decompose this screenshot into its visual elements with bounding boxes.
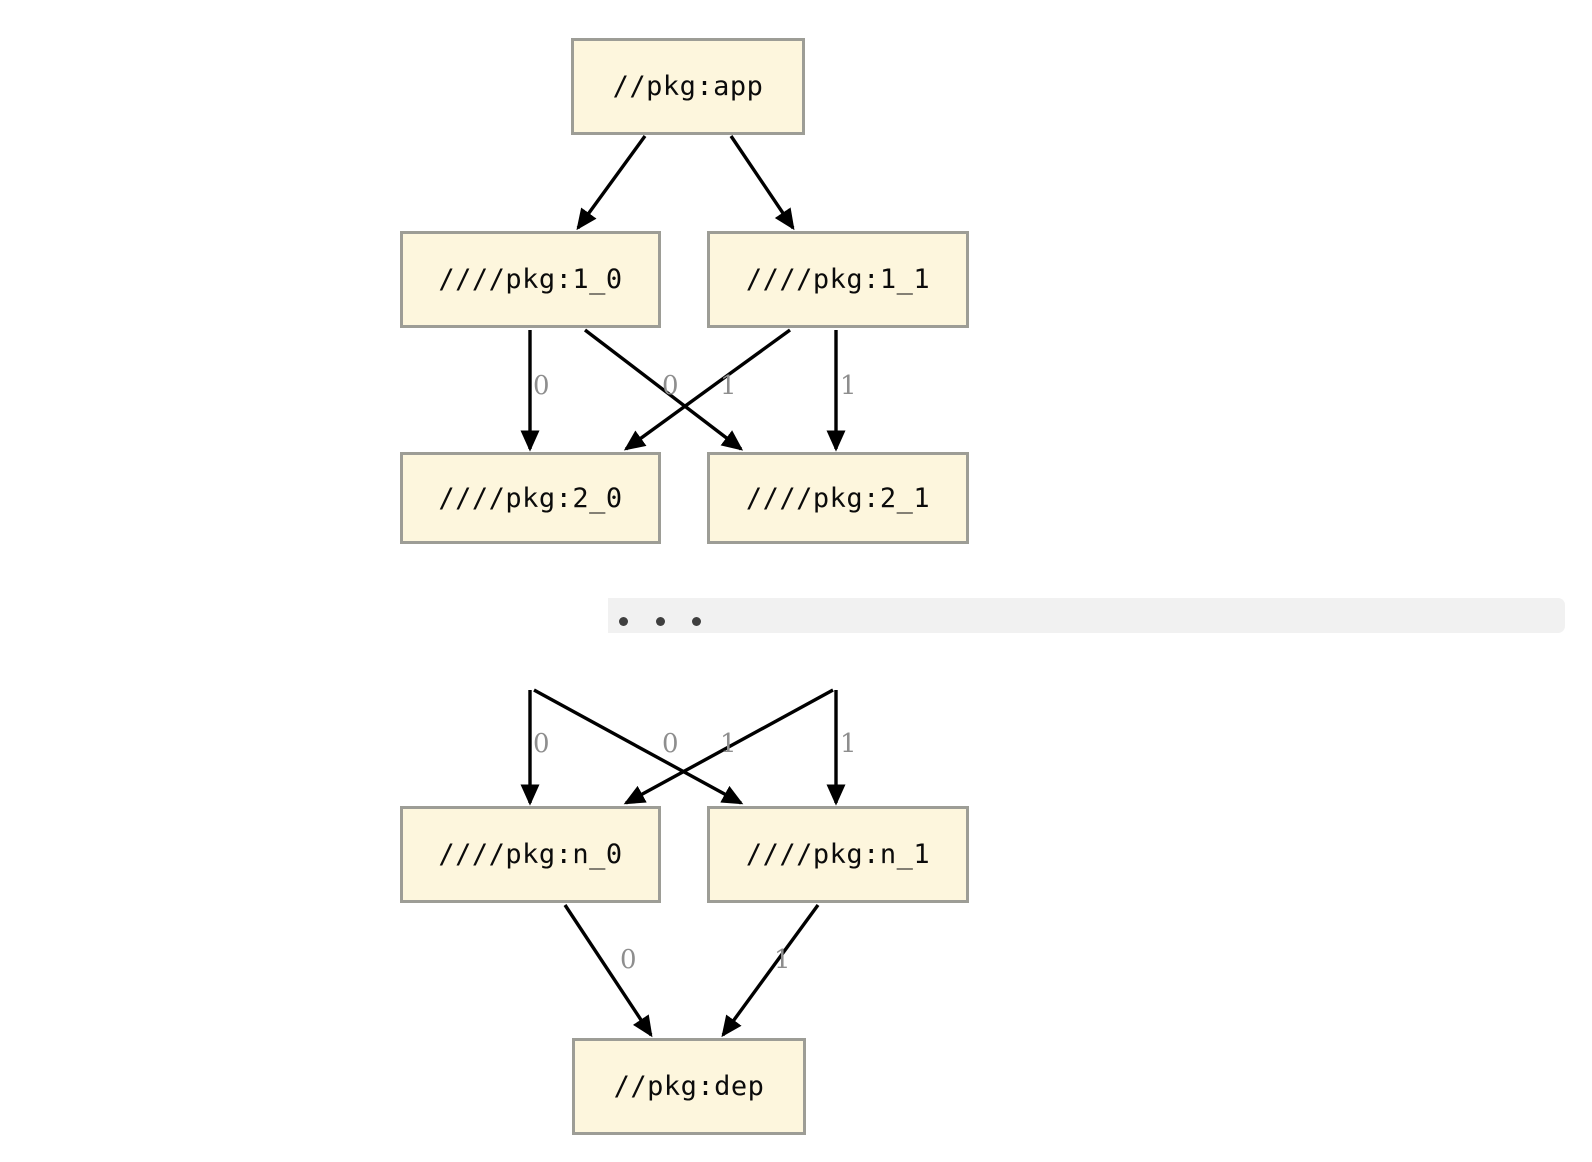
graph-edge-label: 1	[720, 371, 737, 401]
graph-edge-1_1-to-2_0	[623, 328, 791, 451]
graph-node-2_1[interactable]: ////pkg:2_1	[707, 452, 969, 544]
graph-edge-n_1-to-dep	[721, 903, 820, 1038]
graph-node-label: ////pkg:n_1	[745, 839, 931, 870]
graph-edge-app-to-1_1	[729, 135, 795, 231]
graph-node-1_1[interactable]: ////pkg:1_1	[707, 231, 969, 328]
graph-node-n_0[interactable]: ////pkg:n_0	[400, 806, 661, 903]
graph-node-n_1[interactable]: ////pkg:n_1	[707, 806, 969, 903]
graph-node-dep[interactable]: //pkg:dep	[572, 1038, 806, 1135]
graph-edge-label: 1	[774, 945, 791, 975]
graph-node-1_0[interactable]: ////pkg:1_0	[400, 231, 661, 328]
ellipsis-dot-icon	[656, 617, 665, 626]
graph-node-2_0[interactable]: ////pkg:2_0	[400, 452, 661, 544]
graph-edge-label: 1	[720, 729, 737, 759]
graph-edge-src-to-n_0	[623, 688, 834, 805]
graph-edge-label: 0	[662, 371, 679, 401]
graph-node-label: ////pkg:2_0	[438, 482, 623, 514]
graph-edge-label: 1	[840, 729, 857, 759]
graph-node-label: ////pkg:2_1	[745, 482, 931, 514]
graph-node-label: ////pkg:1_1	[745, 264, 931, 295]
ellipsis-separator-band	[608, 598, 1565, 633]
graph-edge-app-to-1_0	[576, 134, 647, 231]
graph-edge-label: 0	[533, 371, 550, 401]
graph-edge-label: 1	[840, 371, 857, 401]
graph-node-label: //pkg:dep	[613, 1071, 765, 1102]
ellipsis-dot-icon	[692, 617, 701, 626]
ellipsis-dot-icon	[619, 617, 628, 626]
graph-edge-n_0-to-dep	[563, 904, 653, 1038]
graph-node-label: ////pkg:n_0	[438, 839, 623, 870]
graph-edge-src-to-n_1	[533, 688, 744, 805]
graph-node-label: //pkg:app	[612, 71, 764, 102]
graph-edge-label: 0	[662, 729, 679, 759]
graph-node-label: ////pkg:1_0	[438, 264, 623, 295]
graph-edge-label: 0	[620, 945, 637, 975]
graph-edge-label: 0	[533, 729, 550, 759]
graph-node-app[interactable]: //pkg:app	[571, 38, 805, 135]
graph-edge-1_0-to-2_1	[583, 328, 744, 451]
edges-group	[520, 134, 846, 1038]
